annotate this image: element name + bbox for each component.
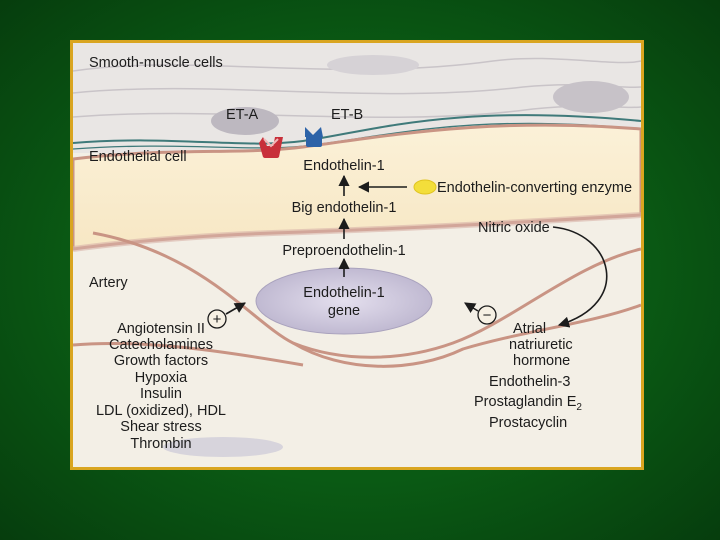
smooth-muscle-layer	[73, 43, 641, 153]
prostacyclin-label: Prostacyclin	[489, 415, 567, 431]
stimulate-circle	[207, 309, 227, 329]
gene-label-line1: Endothelin-1	[303, 285, 384, 301]
endothelial-cell-label: Endothelial cell	[89, 149, 187, 165]
stimulator-item: LDL (oxidized), HDL	[96, 403, 226, 419]
enzyme-icon	[413, 179, 437, 195]
inhibit-symbol: −	[483, 307, 492, 324]
endothelin3-label: Endothelin-3	[489, 374, 570, 390]
gene-label-line2: gene	[328, 303, 360, 319]
anp-label-line1: Atrial	[513, 321, 546, 337]
eta-receptor-label: ET-A	[226, 107, 259, 123]
big-endothelin-label: Big endothelin-1	[292, 200, 397, 216]
eta-receptor	[259, 137, 283, 158]
preproendothelin-label: Preproendothelin-1	[282, 243, 405, 259]
arrow-no-to-anp	[552, 226, 608, 328]
stimulate-symbol: +	[213, 311, 222, 328]
etb-receptor-label: ET-B	[331, 107, 363, 123]
nitric-oxide-label: Nitric oxide	[478, 220, 550, 236]
anp-label-line3: hormone	[513, 353, 570, 369]
stimulator-item: Catecholamines	[109, 337, 213, 353]
stimulator-item: Thrombin	[130, 436, 191, 452]
stimulator-item: Growth factors	[114, 353, 208, 369]
stimulator-list: Angiotensin II Catecholamines Growth fac…	[96, 321, 226, 452]
diagram-frame: Smooth-muscle cells Endothelial cell Art…	[70, 40, 644, 470]
inhibit-circle	[477, 305, 497, 325]
anp-label-line2: natriuretic	[509, 337, 573, 353]
enzyme-label: Endothelin-converting enzyme	[437, 180, 632, 196]
endothelin1-label: Endothelin-1	[303, 158, 384, 174]
endothelial-cell-shape	[73, 123, 641, 252]
endothelin-diagram: Smooth-muscle cells Endothelial cell Art…	[73, 43, 641, 467]
stimulator-item: Hypoxia	[135, 370, 188, 386]
etb-receptor	[305, 127, 323, 147]
artery-cell-shape	[73, 231, 641, 457]
arrow-inhibit-to-cell	[464, 302, 479, 314]
arrow-stimulate-to-cell	[225, 302, 246, 315]
artery-label: Artery	[89, 275, 128, 291]
smooth-muscle-label: Smooth-muscle cells	[89, 55, 223, 71]
stimulator-item: Shear stress	[120, 419, 201, 435]
stimulator-item: Insulin	[140, 386, 182, 402]
endothelin-gene-nucleus	[255, 267, 433, 335]
prostaglandin-label: Prostaglandin E2	[474, 394, 582, 413]
stimulator-item: Angiotensin II	[117, 321, 205, 337]
